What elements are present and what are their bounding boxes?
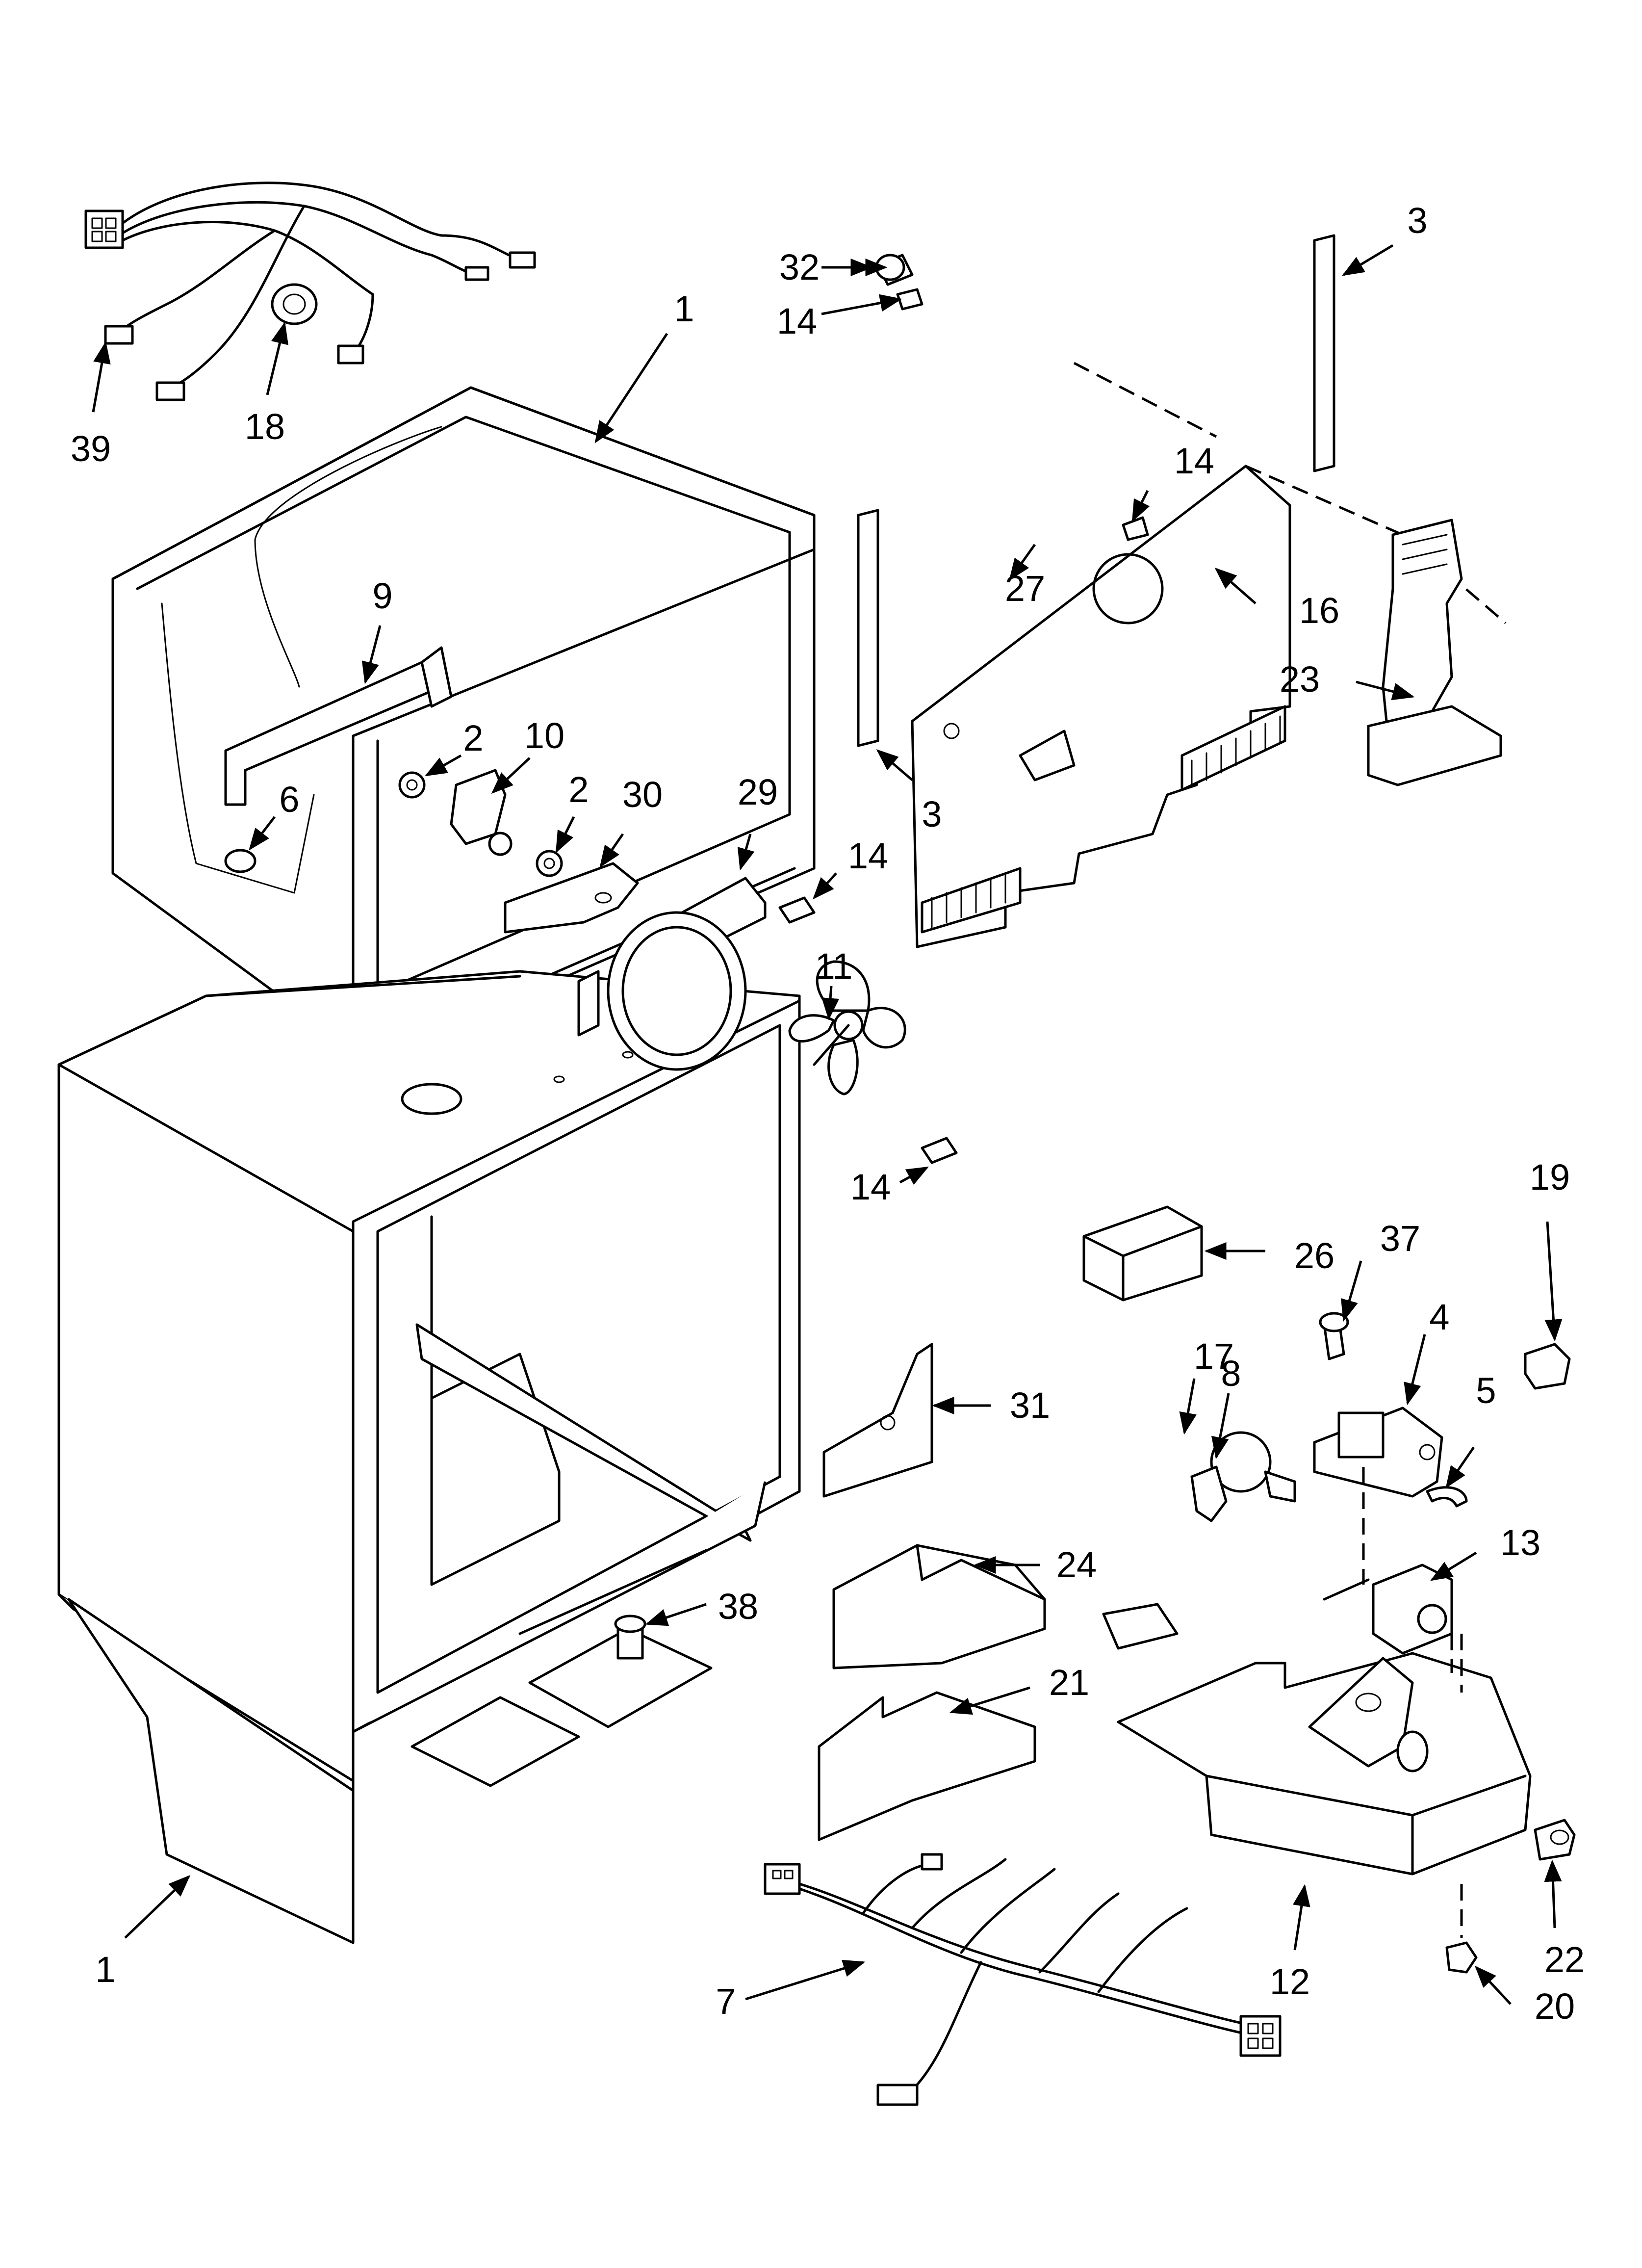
control-tray-12: [1102, 1603, 1532, 1876]
screw-2a: [398, 771, 426, 799]
callout-leaders: [92, 244, 1563, 2005]
callout-3-mid: 3: [922, 794, 942, 834]
upper-wire-harness: [84, 182, 536, 401]
callout-22: 22: [1544, 1939, 1585, 1980]
callout-26: 26: [1294, 1235, 1334, 1276]
cap-38: [614, 1615, 646, 1660]
dashed-assembly-lines: [1362, 1467, 1463, 1938]
air-duct-23: [1367, 519, 1502, 786]
gasket-3-mid: [857, 509, 879, 747]
callout-38: 38: [718, 1586, 758, 1627]
callout-31: 31: [1010, 1385, 1050, 1426]
callout-8: 8: [1221, 1353, 1241, 1394]
defrost-thermostat-cover-10: [450, 769, 513, 856]
evaporator-cover-16: [911, 362, 1507, 948]
callout-19: 19: [1530, 1157, 1570, 1198]
control-housing-26: [1082, 1205, 1203, 1302]
callout-27: 27: [1005, 568, 1045, 609]
screw-14a: [778, 896, 816, 924]
nut-20: [1445, 1941, 1478, 1974]
fresh-food-liner: [57, 970, 801, 1944]
callout-labels: 39 18 1 9 2 10 6 2 30 29 14 11 14 32 14 …: [71, 200, 1585, 2027]
callout-9: 9: [372, 575, 392, 616]
callout-23: 23: [1280, 659, 1320, 700]
baffle-31: [822, 1343, 933, 1498]
callout-16: 16: [1299, 590, 1339, 631]
callout-39: 39: [71, 428, 111, 469]
callout-18: 18: [245, 406, 285, 447]
callout-13: 13: [1500, 1522, 1540, 1563]
spacer-32: [875, 254, 914, 286]
callout-29: 29: [738, 772, 778, 812]
knob-22: [1534, 1819, 1576, 1861]
callout-10: 10: [524, 715, 564, 756]
callout-14d: 14: [1174, 441, 1214, 481]
control-bracket-4: [1313, 1407, 1443, 1498]
callout-14b: 14: [850, 1167, 891, 1207]
callout-12: 12: [1270, 1961, 1310, 2002]
callout-5: 5: [1476, 1370, 1496, 1411]
callout-6: 6: [279, 779, 299, 820]
callout-2a: 2: [463, 718, 483, 758]
screw-14c: [896, 288, 924, 311]
damper-control-13: [1323, 1564, 1453, 1655]
callout-20: 20: [1535, 1986, 1575, 2027]
tube-5: [1426, 1486, 1468, 1508]
callout-2b: 2: [568, 769, 589, 810]
callout-14a: 14: [848, 835, 888, 876]
callout-11: 11: [815, 946, 853, 987]
bracket-9: [224, 646, 453, 806]
callout-17: 17: [1194, 1336, 1234, 1377]
callout-21: 21: [1049, 1662, 1089, 1703]
callout-14c: 14: [777, 301, 817, 341]
screw-14d: [1122, 516, 1149, 541]
plug-6: [224, 849, 257, 873]
screw-37: [1319, 1312, 1349, 1360]
callout-24: 24: [1056, 1544, 1097, 1585]
callout-32: 32: [779, 247, 820, 287]
fan-shroud-29: [577, 877, 767, 1071]
air-diffuser-21: [818, 1691, 1036, 1841]
cover-vents: [931, 715, 1281, 928]
callout-1-top: 1: [674, 288, 694, 329]
callout-1-bottom: 1: [95, 1949, 115, 1990]
gasket-3-top: [1313, 234, 1335, 472]
wire-connector-19: [1524, 1343, 1571, 1390]
callout-30: 30: [622, 774, 663, 815]
light-socket-8: [1190, 1465, 1228, 1522]
callout-7: 7: [716, 1981, 736, 2022]
callout-4: 4: [1429, 1297, 1449, 1337]
callout-3-top: 3: [1407, 200, 1427, 241]
screw-2b: [536, 850, 563, 877]
callout-37: 37: [1380, 1218, 1420, 1259]
lower-wire-harness-7: [764, 1853, 1282, 2106]
screw-14b: [921, 1137, 958, 1164]
bracket-30: [504, 862, 639, 934]
